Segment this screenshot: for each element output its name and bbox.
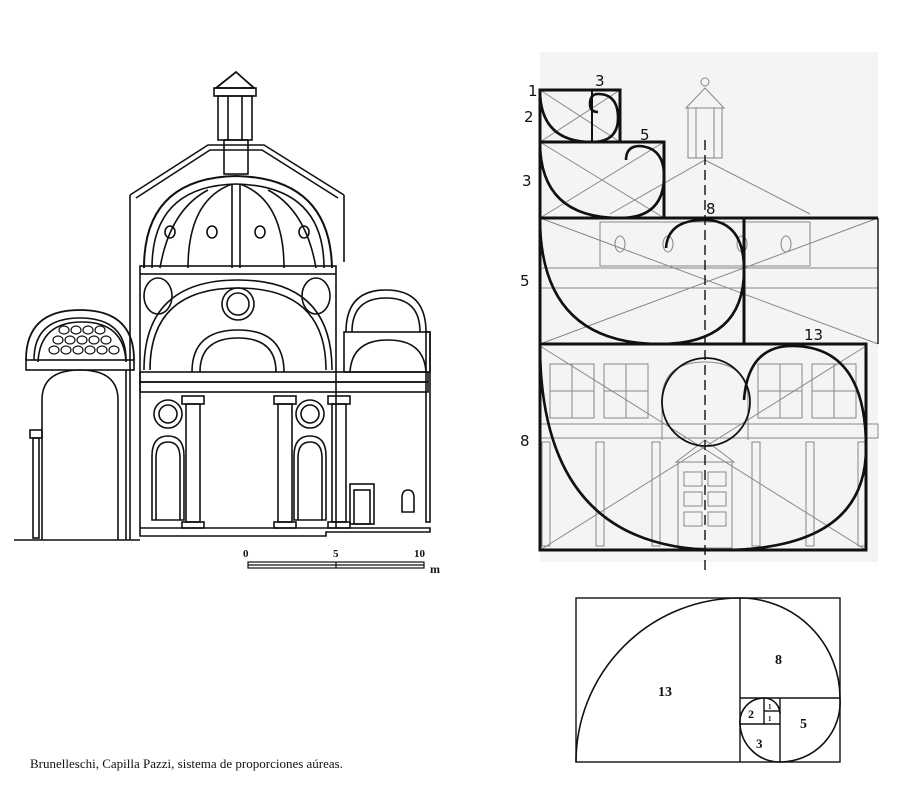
facade-label-5: 5 xyxy=(520,272,530,290)
square-label-13: 13 xyxy=(658,685,672,700)
facade-center-circle xyxy=(661,357,751,447)
chapel-section-drawing xyxy=(14,70,431,569)
spiral-label-8: 8 xyxy=(706,200,716,218)
main-arch xyxy=(139,274,337,528)
lantern xyxy=(213,70,257,175)
scale-unit: m xyxy=(430,562,440,576)
square-label-1a: 1 xyxy=(768,703,772,711)
facade-label-2: 2 xyxy=(524,108,534,126)
scale-label-5: 5 xyxy=(333,548,339,560)
square-label-8: 8 xyxy=(775,653,782,668)
golden-rectangle-diagram xyxy=(575,597,841,763)
facade-drawing xyxy=(538,52,879,570)
spiral-label-13: 13 xyxy=(804,326,823,344)
scale-bar xyxy=(247,561,425,569)
facade-label-3: 3 xyxy=(522,172,532,190)
ground-line xyxy=(14,527,431,541)
dome xyxy=(139,174,337,275)
roof xyxy=(129,144,345,262)
spiral-label-3: 3 xyxy=(595,72,605,90)
dome-coffers xyxy=(48,325,120,355)
columns xyxy=(181,395,351,529)
right-chapel xyxy=(343,289,431,525)
square-label-5: 5 xyxy=(800,717,807,732)
square-label-1b: 1 xyxy=(768,715,772,723)
facade-label-1: 1 xyxy=(528,82,538,100)
scale-label-10: 10 xyxy=(414,548,426,560)
entablature xyxy=(139,371,429,393)
wall-niches xyxy=(151,399,327,521)
golden-rectangle-spiral xyxy=(575,597,841,763)
left-portico xyxy=(25,262,135,540)
spiral-label-5: 5 xyxy=(640,126,650,144)
facade-label-8: 8 xyxy=(520,432,530,450)
figure-caption: Brunelleschi, Capilla Pazzi, sistema de … xyxy=(30,756,343,771)
scale-label-0: 0 xyxy=(243,548,249,560)
facade-golden-spiral xyxy=(538,89,868,552)
square-label-3: 3 xyxy=(756,736,763,751)
square-label-2: 2 xyxy=(748,707,754,721)
